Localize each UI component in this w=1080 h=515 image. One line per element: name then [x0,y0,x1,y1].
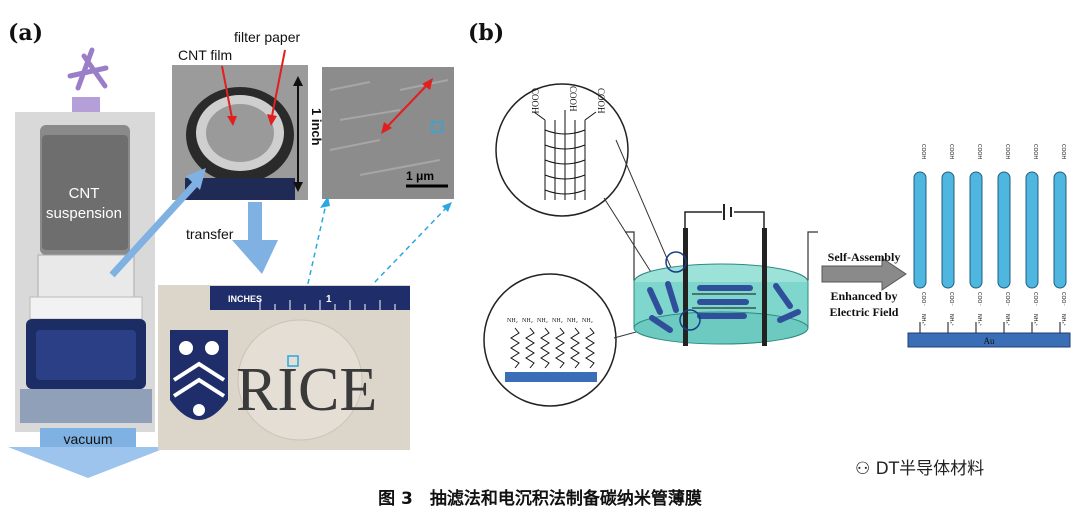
aligned-tube [1025,171,1039,289]
tube-bottom-label-2: NH₃⁺ [920,314,926,327]
cnt-film-label: CNT film [178,47,232,63]
wechat-icon: ⚇ [855,459,876,479]
tube-top-label: COOH [1004,144,1010,159]
filtration-apparatus-photo [15,112,155,432]
au-substrate-label: Au [984,336,995,346]
transfer-down-arrow [232,202,278,274]
rice-photo [158,285,410,450]
vacuum-label: vacuum [63,431,112,447]
cnt-suspension-label-2: suspension [46,205,122,222]
tube-bottom-label-2: NH₃⁺ [1060,314,1066,327]
tube-bottom-label: COO⁻ [948,292,954,306]
aligned-tube [997,171,1011,289]
svg-text:NH₂: NH₂ [522,318,533,324]
cnt-film-pointer [221,65,233,119]
tube-bottom-label: COO⁻ [976,292,982,306]
vacuum-arrow [8,428,168,478]
au-substrate [907,332,1071,348]
electric-field-label: Electric Field [830,305,899,319]
svg-text:NH₂: NH₂ [537,318,548,324]
watermark: ⚇ DT半导体材料 [855,459,985,479]
tube-bottom-label-2: NH₃⁺ [1032,314,1038,327]
ruler-units-label: INCHES [228,294,262,304]
one-inch-label: 1 inch [309,108,324,146]
svg-text:NH₂: NH₂ [552,318,563,324]
self-assembly-arrow [821,257,907,291]
transfer-label: transfer [186,226,234,242]
electrodeposition-cell [625,204,818,346]
svg-text:NH₂: NH₂ [582,318,593,324]
tube-bottom-label: COO⁻ [1060,292,1066,306]
aligned-tube [913,171,927,289]
filter-paper-label: filter paper [234,29,300,45]
panel-a-label: (a) [8,20,44,46]
substrate-bar-small [505,372,597,382]
svg-text:NH₂: NH₂ [507,318,518,324]
cnt-suspension-label: CNT [69,185,100,202]
tube-bottom-label-2: NH₃⁺ [1004,314,1010,327]
nh2-labels: NH₂ NH₂ NH₂ NH₂ NH₂ NH₂ [507,318,593,324]
figure-caption: 图 3 抽滤法和电沉积法制备碳纳米管薄膜 [378,489,702,509]
rice-logo-text: RICE [236,356,377,424]
enhanced-by-label: Enhanced by [830,289,897,303]
dashed-link-1 [291,203,327,355]
cnt-film-pointer-head [227,116,237,126]
ruler-one-label: 1 [326,294,332,305]
filter-paper-pointer-head [267,114,277,126]
aligned-tube [1053,171,1067,289]
tube-bottom-label: COO⁻ [1032,292,1038,306]
transfer-arrow-head [186,168,206,190]
aligned-tubes: COOH COO⁻ NH₃⁺ COOH COO⁻ NH₃⁺ COOH COO⁻ NH₃⁺ COOH… [913,144,1067,333]
tube-bottom-label-2: NH₃⁺ [976,314,982,327]
svg-text:NH₂: NH₂ [567,318,578,324]
nh2-spring-icons [510,327,595,369]
aligned-tube [969,171,983,289]
filter-paper-pointer [271,49,286,117]
sem-image [322,67,454,199]
cooh-label-3: COOH [596,88,606,114]
scale-bar-label: 1 μm [406,169,434,183]
transfer-arrow-line [109,180,199,278]
aligned-tube [941,171,955,289]
tube-bottom-label: COO⁻ [1004,292,1010,306]
panel-b-label: (b) [468,20,505,46]
tube-bottom-label: COO⁻ [920,292,926,306]
tube-bottom-label-2: NH₃⁺ [948,314,954,327]
tube-top-label: COOH [976,144,982,159]
tube-top-label: COOH [1060,144,1066,159]
tube-top-label: COOH [920,144,926,159]
substrate-zoom-circle [483,273,617,407]
self-assembly-label: Self-Assembly [828,250,901,264]
cnt-icon [67,47,109,91]
tube-top-label: COOH [948,144,954,159]
cnt-zoom-circle [495,83,629,217]
cooh-label-2: COOH [568,86,578,112]
tube-top-label: COOH [1032,144,1038,159]
cnt-structure-icon [533,110,597,200]
cooh-label-1: COOH [530,88,540,114]
